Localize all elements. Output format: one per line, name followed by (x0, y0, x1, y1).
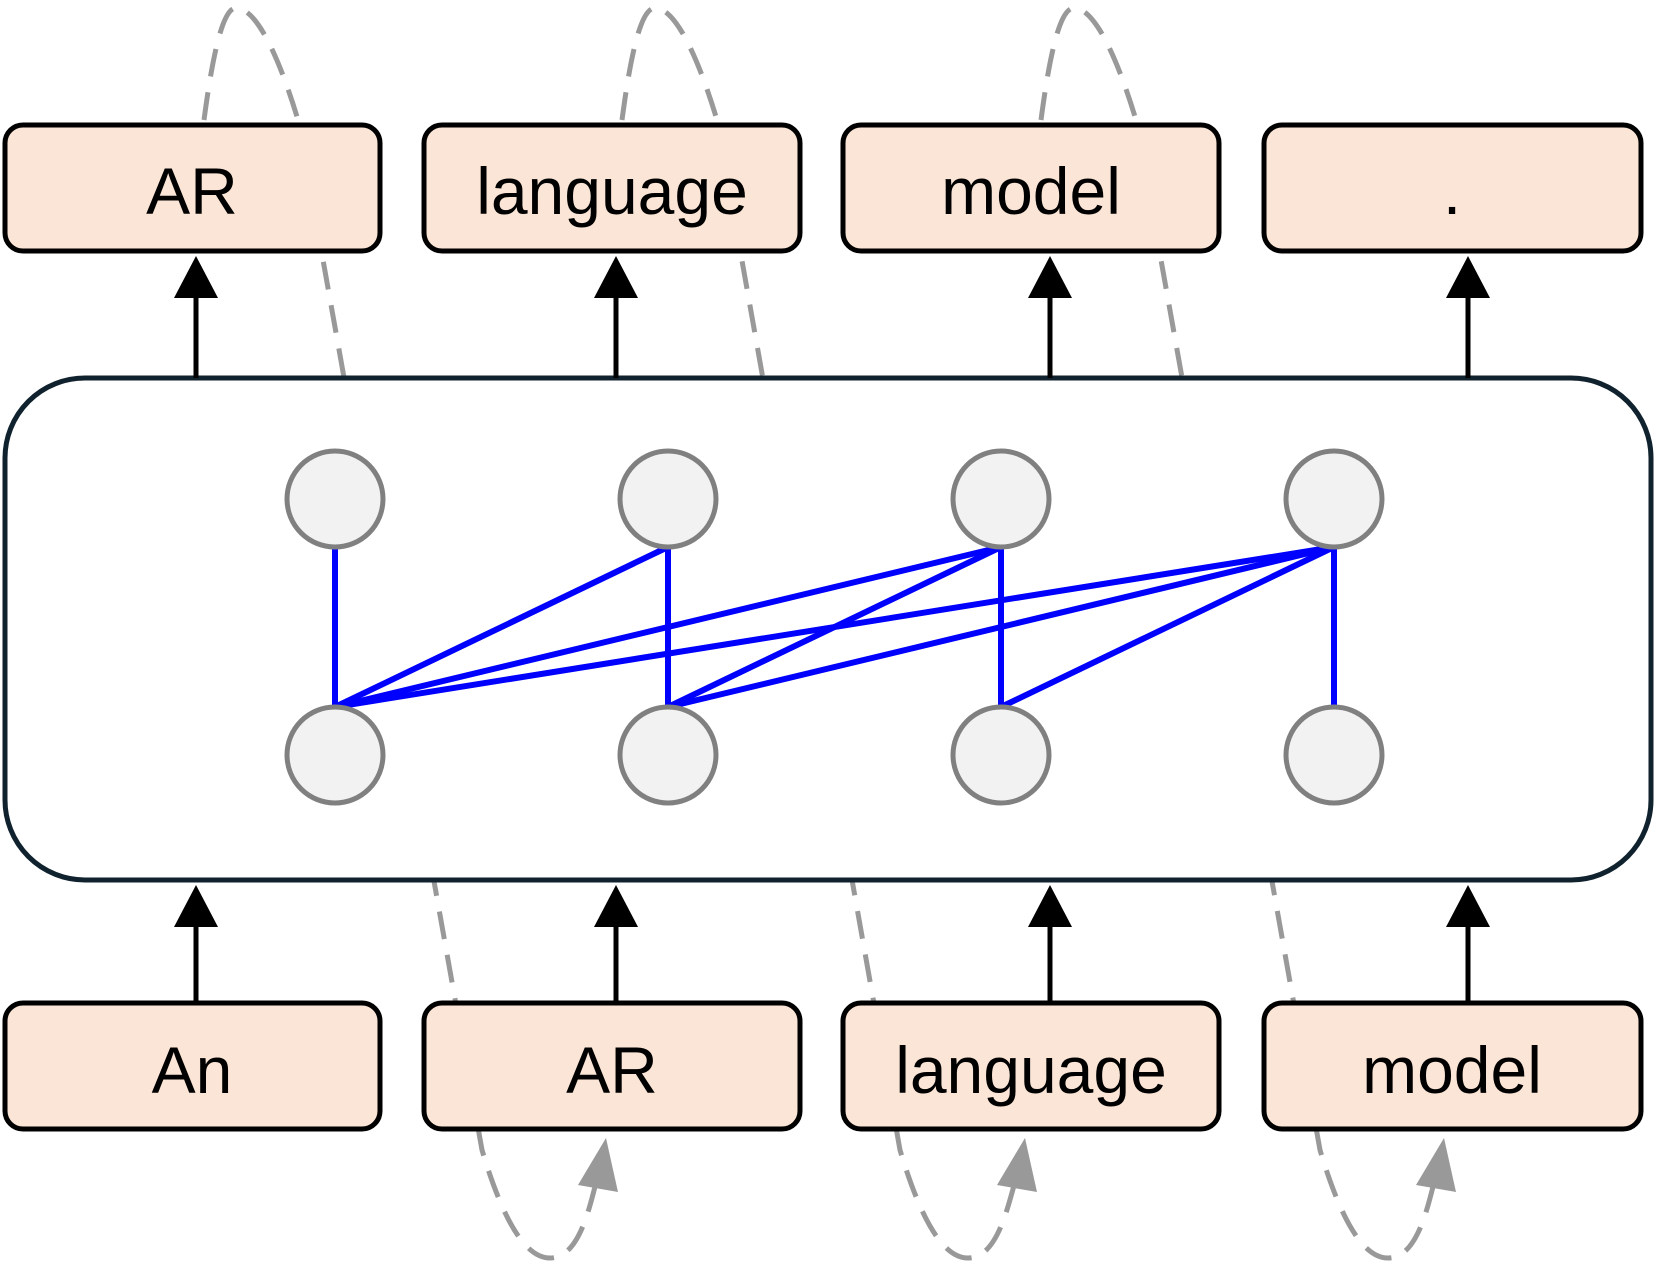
output-token: language (421, 122, 803, 254)
input-token: language (840, 1000, 1222, 1132)
input-token-row: An AR language model (2, 1000, 1644, 1132)
output-token-row: AR language model . (2, 122, 1644, 254)
input-token-label: language (895, 1033, 1167, 1107)
dashed-feedback-arrow-icon (201, 5, 618, 1261)
output-token: AR (2, 122, 383, 254)
arrow-up-icon (174, 885, 218, 1003)
output-token: . (1261, 122, 1644, 254)
attention-edge (332, 544, 1004, 710)
arrow-up-icon (1028, 256, 1072, 378)
dashed-feedback-arrow-icon (619, 5, 1037, 1261)
dashed-feedback-arrow-icon (1038, 5, 1456, 1261)
attention-nodes (284, 448, 1385, 806)
flow-arrows (174, 256, 1490, 1003)
input-token-label: AR (566, 1033, 658, 1107)
arrow-up-icon (594, 885, 638, 1003)
arrow-up-icon (1446, 256, 1490, 378)
output-node (617, 448, 719, 550)
arrow-up-icon (594, 256, 638, 378)
output-token-label: model (941, 154, 1121, 228)
output-node (1283, 448, 1385, 550)
input-token: An (2, 1000, 383, 1132)
output-node (950, 448, 1052, 550)
input-token-label: model (1362, 1033, 1542, 1107)
output-node (284, 448, 386, 550)
input-token: model (1261, 1000, 1644, 1132)
input-node (1283, 704, 1385, 806)
input-token-label: An (152, 1033, 233, 1107)
arrow-up-icon (1028, 885, 1072, 1003)
output-token-label: . (1443, 154, 1461, 228)
output-token-label: AR (146, 154, 238, 228)
attention-edge (332, 544, 1337, 710)
input-node (617, 704, 719, 806)
input-token: AR (421, 1000, 803, 1132)
arrow-up-icon (1446, 885, 1490, 1003)
feedback-arrows (201, 5, 1456, 1261)
arrow-up-icon (174, 256, 218, 378)
attention-edge (332, 544, 671, 710)
attention-edges (332, 544, 1337, 710)
attention-edge (998, 544, 1337, 710)
attention-edge (665, 544, 1337, 710)
input-node (284, 704, 386, 806)
output-token-label: language (476, 154, 748, 228)
input-node (950, 704, 1052, 806)
output-token: model (840, 122, 1222, 254)
